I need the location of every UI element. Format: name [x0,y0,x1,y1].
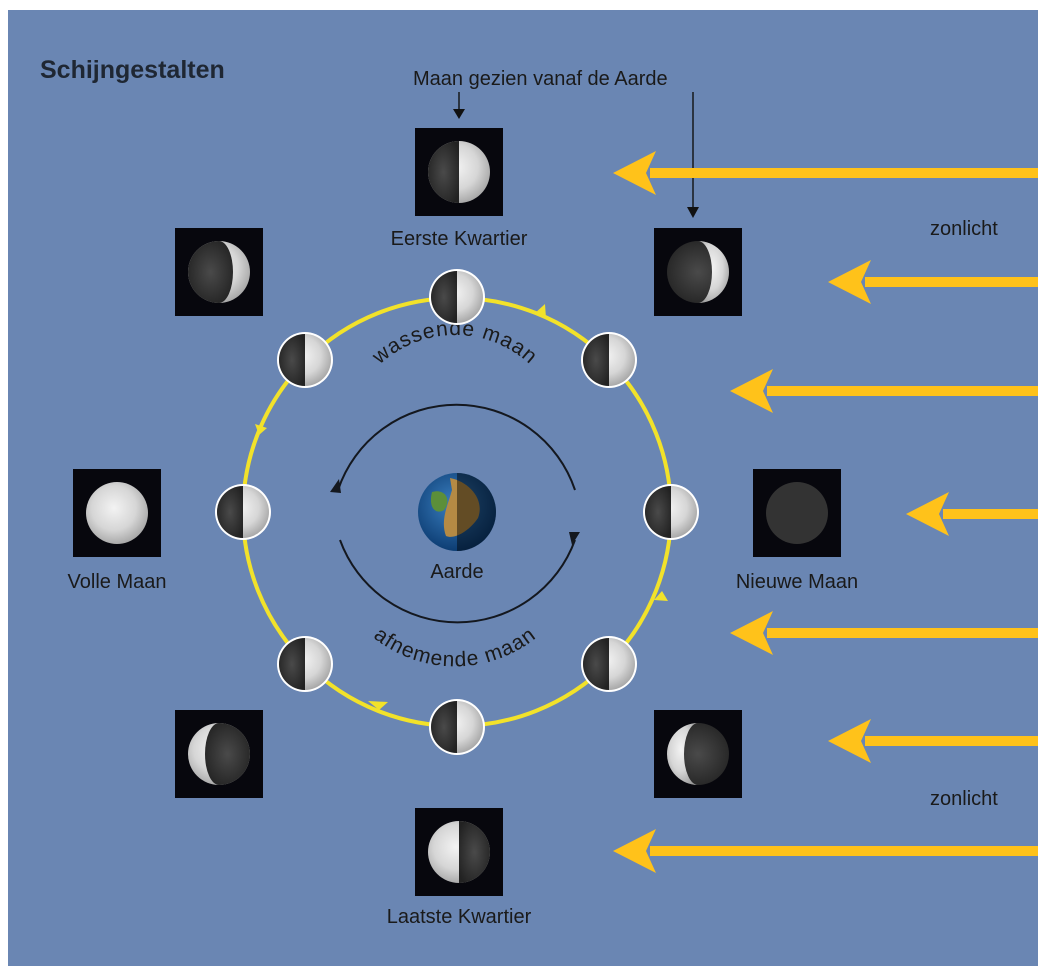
moon-view-first-quarter [415,128,503,216]
sunlight-arrow-icon [613,151,1038,195]
annotation-pointer-arrows [453,92,699,218]
last-quarter-label: Laatste Kwartier [387,906,532,928]
moon-view-icon [86,482,148,544]
moon-from-earth-label: Maan gezien vanaf de Aarde [413,68,668,90]
moon-view-last-quarter [415,808,503,896]
sunlight-arrow-icon [828,260,1038,304]
moon-phase-icon [215,484,271,540]
orbit-direction-arrows [255,304,668,710]
first-quarter-label: Eerste Kwartier [391,228,528,250]
sunlight-arrow-icon [906,492,1038,536]
sunlight-arrows [613,151,1038,873]
moon-phase-icon [429,269,485,325]
moon-phase-icon [581,636,637,692]
moon-view-waxing-crescent [654,228,742,316]
motion-arcs [330,403,580,624]
moon-views [73,128,841,896]
moon-phase-icon [429,699,485,755]
moon-view-waning-gibbous [175,710,263,798]
moon-view-new-moon [753,469,841,557]
sunlight-label-bottom: zonlicht [930,788,998,810]
moon-view-icon [667,241,729,303]
moon-view-icon [188,723,250,785]
orbit-moons [215,269,699,755]
moon-view-waning-crescent [654,710,742,798]
diagram-background [8,10,1038,966]
moon-view-icon [428,141,490,203]
moon-view-waxing-gibbous [175,228,263,316]
sunlight-arrow-icon [730,369,1038,413]
diagram-title: Schijngestalten [40,56,225,84]
sunlight-label-top: zonlicht [930,218,998,240]
earth-label: Aarde [430,561,483,583]
new-moon-label: Nieuwe Maan [736,571,858,593]
moon-phase-icon [277,332,333,388]
moon-view-full-moon [73,469,161,557]
moon-phase-icon [277,636,333,692]
moon-phase-icon [581,332,637,388]
sunlight-arrow-icon [730,611,1038,655]
sunlight-arrow-icon [828,719,1038,763]
earth-globe-icon [418,473,496,551]
full-moon-label: Volle Maan [68,571,167,593]
sunlight-arrow-icon [613,829,1038,873]
moon-view-icon [188,241,250,303]
moon-view-icon [428,821,490,883]
moon-view-icon [766,482,828,544]
moon-view-icon [667,723,729,785]
moon-phase-icon [643,484,699,540]
